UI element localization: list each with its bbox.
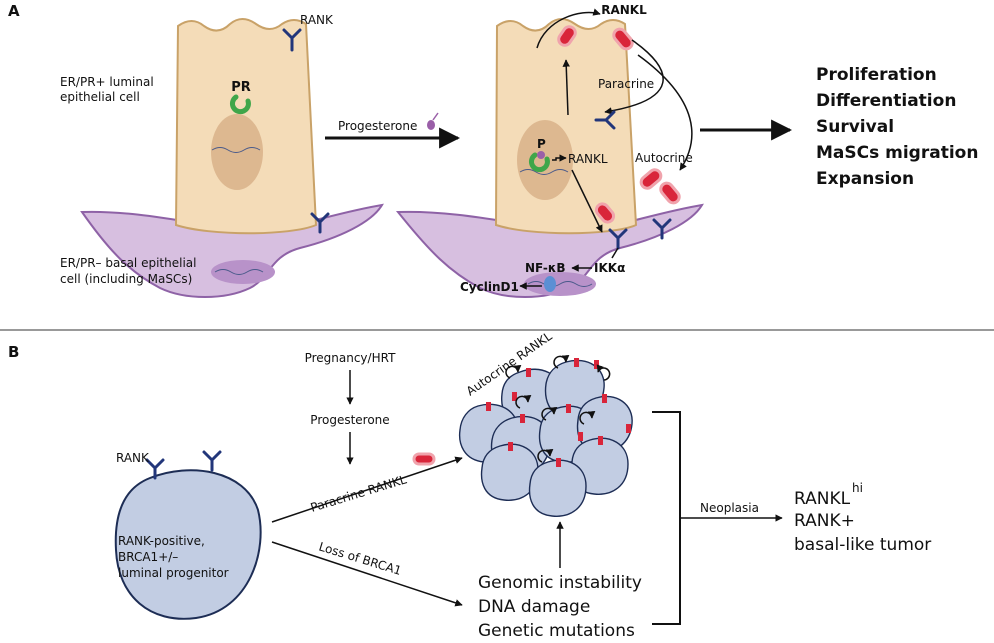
dna-icon <box>214 269 264 275</box>
rankl-molecule <box>602 394 607 403</box>
pr-label: PR <box>231 80 251 95</box>
rank-label-b: RANK <box>116 451 150 465</box>
rank-receptor-icon <box>594 110 616 130</box>
rankl-molecule <box>626 424 631 433</box>
autocrine-arrow <box>637 54 693 171</box>
outcome-item: Survival <box>816 117 894 137</box>
rankl-signal-arrow <box>571 169 603 233</box>
rankl-molecule <box>557 25 577 47</box>
dna-icon <box>527 281 593 287</box>
progenitor-label-line1: RANK-positive, <box>118 534 205 548</box>
genomic-item: Genomic instability <box>478 573 642 593</box>
luminal-cell-label-line1: ER/PR+ luminal <box>60 75 154 89</box>
progesterone-label: Progesterone <box>338 119 417 133</box>
rankl-molecule <box>594 202 616 224</box>
progesterone-b-label: Progesterone <box>310 413 389 427</box>
pr-receptor-icon <box>529 152 550 173</box>
rank-receptor-icon <box>282 28 302 52</box>
genomic-item: DNA damage <box>478 597 590 617</box>
rank-receptor-icon <box>202 450 222 472</box>
neoplasia-label: Neoplasia <box>700 501 759 515</box>
secretion-arrow <box>536 8 601 49</box>
outcome-item: Differentiation <box>816 91 956 111</box>
rankl-molecule <box>574 358 579 367</box>
tumor-hi-superscript: hi <box>852 481 863 495</box>
progesterone-molecule-icon <box>427 120 435 130</box>
basal-cell-label-line2: cell (including MaSCs) <box>60 272 192 286</box>
gene-arrow <box>552 154 567 162</box>
autocrine-loop-icon <box>541 407 558 421</box>
rankl-molecule <box>578 432 583 441</box>
pregnancy-label: Pregnancy/HRT <box>305 351 396 365</box>
rankl-molecule <box>659 181 681 205</box>
tumor-type-label: basal-like tumor <box>794 535 931 555</box>
rankl-molecule <box>508 442 513 451</box>
p-label: P <box>537 137 546 151</box>
autocrine-loop-icon <box>537 449 554 463</box>
tumor-cell <box>480 443 539 501</box>
tumor-rankl-label: RANKL <box>794 489 851 509</box>
rankl-molecule <box>598 436 603 445</box>
autocrine-loop-icon <box>505 365 522 379</box>
bracket <box>652 411 681 625</box>
autocrine-loop-icon <box>515 395 532 409</box>
autocrine-rankl-markers <box>486 355 631 467</box>
outcome-item: MaSCs migration <box>816 143 978 163</box>
rankl-top-label: RANKL <box>601 3 647 17</box>
luminal-progenitor-cell <box>114 469 262 620</box>
progenitor-label-line3: luminal progenitor <box>118 566 229 580</box>
receptor-to-ikka-line <box>611 247 619 259</box>
progesterone-molecule-icon <box>432 112 439 121</box>
genomic-item: Genetic mutations <box>478 621 635 641</box>
rankl-molecule <box>512 392 517 401</box>
progesterone-bound-icon <box>537 151 545 159</box>
paracrine-rankl-label: Paracrine RANKL <box>309 472 409 515</box>
dna-icon <box>519 169 569 175</box>
pr-receptor-icon <box>230 94 251 115</box>
autocrine-loop-icon <box>553 355 570 369</box>
rank-receptor-icon <box>652 218 672 240</box>
rankl-molecule <box>556 458 561 467</box>
rank-receptor-icon <box>145 458 165 480</box>
cyclind1-label: CyclinD1 <box>460 280 519 294</box>
luminal-cell-right <box>494 18 638 235</box>
autocrine-label: Autocrine <box>635 151 693 165</box>
rankl-gene-label: RANKL <box>568 152 608 166</box>
panel-a-label: A <box>8 2 20 20</box>
ikka-label: IKKα <box>594 261 625 275</box>
luminal-cell-label-line2: epithelial cell <box>60 90 140 104</box>
rankl-molecule <box>566 404 571 413</box>
rankl-molecule <box>412 452 436 466</box>
rankl-molecule <box>486 402 491 411</box>
loss-brca1-arrow <box>271 541 463 607</box>
rankl-molecule <box>639 168 663 190</box>
autocrine-loop-icon <box>596 364 611 381</box>
nfkb-label: NF-κB <box>525 261 566 275</box>
rankl-molecule <box>594 360 599 369</box>
autocrine-loop-icon <box>579 411 596 425</box>
dna-icon <box>211 147 261 153</box>
tumor-cell <box>528 459 587 517</box>
panel-b-label: B <box>8 343 19 361</box>
nfkb-complex-icon <box>544 276 556 292</box>
rankl-molecule <box>612 27 634 51</box>
progenitor-label-line2: BRCA1+/– <box>118 550 178 564</box>
paracrine-label: Paracrine <box>598 77 654 91</box>
tumor-cell-cluster <box>458 359 633 517</box>
outcome-item: Expansion <box>816 169 914 189</box>
outcome-item: Proliferation <box>816 65 937 85</box>
rank-receptor-icon <box>310 212 330 234</box>
loss-brca1-label: Loss of BRCA1 <box>317 539 403 577</box>
rankl-molecule <box>520 414 525 423</box>
tumor-rank-label: RANK+ <box>794 511 855 531</box>
rankl-molecule <box>526 368 531 377</box>
basal-cell-label-line1: ER/PR– basal epithelial <box>60 256 196 270</box>
paracrine-rankl-arrow <box>271 456 463 523</box>
paracrine-arrow <box>604 39 664 115</box>
rankl-release-arrow <box>562 59 570 116</box>
rank-label-a: RANK <box>300 13 334 27</box>
basal-nucleus-left <box>211 260 275 284</box>
rank-receptor-icon <box>608 228 628 250</box>
